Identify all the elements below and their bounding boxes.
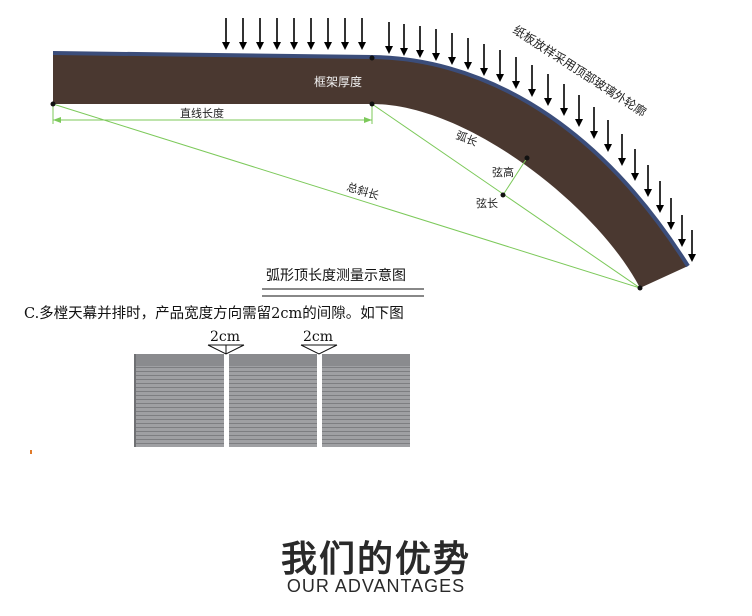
load-arrow-head	[575, 119, 583, 127]
load-arrow-head	[290, 42, 298, 50]
load-arrow-head	[656, 205, 664, 213]
load-arrow-head	[222, 42, 230, 50]
gap-marker-1-v	[207, 344, 245, 355]
total-slant-label: 总斜长	[345, 179, 381, 202]
diagram-title: 弧形顶长度测量示意图	[266, 267, 406, 284]
load-arrow-head	[448, 57, 456, 65]
panel-1-top	[136, 354, 224, 366]
gap-1	[224, 354, 229, 447]
load-arrow-head	[678, 239, 686, 247]
load-arrow-head	[256, 42, 264, 50]
load-arrow-head	[667, 222, 675, 230]
straight-arrow-right	[364, 117, 372, 123]
straight-arrow-left	[53, 117, 61, 123]
load-arrow-head	[307, 42, 315, 50]
load-arrow-head	[464, 62, 472, 70]
load-arrow-head	[480, 68, 488, 76]
load-arrow-head	[688, 254, 696, 262]
load-arrow-head	[590, 131, 598, 139]
point-arc-start-inner	[369, 101, 375, 107]
total-slant-line	[52, 103, 641, 289]
load-arrow-head	[604, 144, 612, 152]
point-start	[50, 101, 56, 107]
load-arrow-head	[560, 108, 568, 116]
gap-label-1: 2cm	[210, 329, 240, 345]
load-arrow-head	[385, 46, 393, 54]
panel-3-top	[322, 354, 410, 366]
point-arc-mid	[524, 155, 530, 161]
chord-height-label: 弦高	[492, 165, 514, 179]
load-arrow-head	[400, 48, 408, 56]
load-arrow-head	[512, 81, 520, 89]
load-arrow-head	[631, 173, 639, 181]
load-arrow-head	[273, 42, 281, 50]
point-chord-mid	[500, 192, 506, 198]
measurement-lines	[52, 103, 641, 289]
frame-thickness-label: 框架厚度	[314, 74, 362, 89]
straight-length-label: 直线长度	[180, 106, 224, 120]
load-arrow-head	[644, 189, 652, 197]
panel-1	[136, 354, 224, 447]
panel-2	[229, 354, 317, 447]
chord-line	[371, 103, 641, 289]
stray-mark	[30, 450, 32, 454]
measurement-points	[50, 55, 643, 291]
load-arrow-head	[528, 89, 536, 97]
advantages-subtitle: OUR ADVANTAGES	[286, 576, 466, 596]
load-arrow-head	[432, 53, 440, 61]
load-arrow-head	[496, 74, 504, 82]
gap-marker-2-v	[300, 344, 338, 355]
point-end	[637, 285, 643, 291]
frame-body	[53, 53, 688, 288]
panel-2-top	[229, 354, 317, 366]
gap-note-text: C.多樘天幕并排时，产品宽度方向需留2cm的间隙。如下图	[24, 306, 404, 322]
shutter-panels	[134, 354, 410, 447]
chord-length-label: 弦长	[476, 196, 498, 210]
gap-markers	[207, 344, 338, 355]
load-arrow-head	[544, 98, 552, 106]
gap-2	[317, 354, 322, 447]
load-arrow-head	[239, 42, 247, 50]
load-arrow-head	[358, 42, 366, 50]
load-arrow-head	[324, 42, 332, 50]
load-arrow-head	[416, 50, 424, 58]
gap-label-2: 2cm	[303, 329, 333, 345]
load-arrow-head	[341, 42, 349, 50]
chord-height-line	[502, 157, 528, 196]
frame-outer-edge	[52, 51, 690, 268]
point-arc-start-outer	[369, 55, 375, 61]
load-arrows	[222, 18, 696, 262]
load-arrow-head	[618, 158, 626, 166]
panel-3	[322, 354, 410, 447]
advantages-title: 我们的优势	[280, 539, 471, 580]
